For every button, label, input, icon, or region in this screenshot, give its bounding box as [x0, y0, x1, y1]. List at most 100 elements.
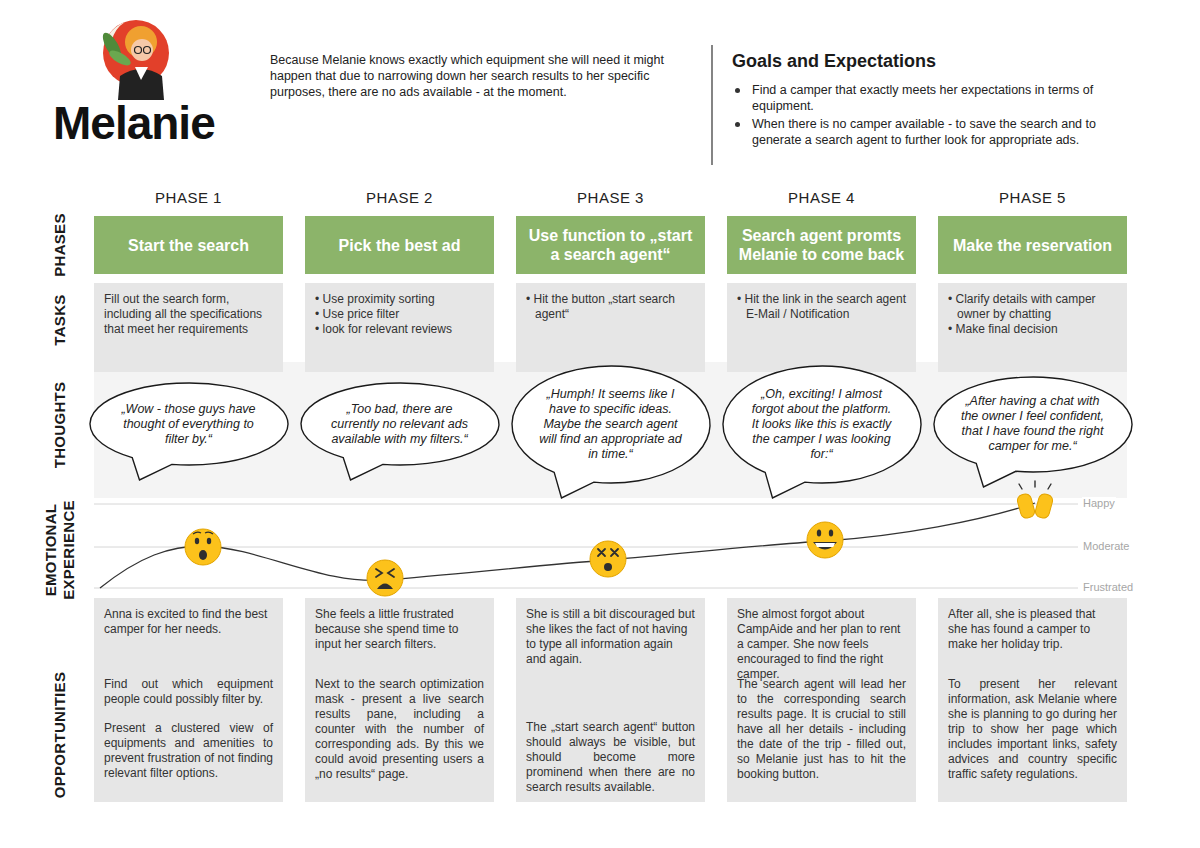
phase-number: PHASE 2	[305, 189, 494, 207]
emoji-tired	[367, 560, 403, 596]
intro-text: Because Melanie knows exactly which equi…	[270, 52, 688, 100]
emo-text: After all, she is pleased that she has f…	[948, 607, 1117, 652]
phase-box: Make the reservation	[938, 216, 1127, 274]
opp-text: The „start search agent“ button should a…	[526, 720, 695, 795]
emo-text: She feels a little frustrated because sh…	[315, 607, 484, 652]
row-heading: EMOTIONAL EXPERIENCE	[42, 494, 78, 606]
bubble-shape	[933, 377, 1131, 487]
emo-text: Anna is excited to find the best camper …	[104, 607, 273, 637]
opp-text: Find out which equipment people could po…	[104, 677, 273, 707]
bubble-shape	[300, 383, 498, 480]
avatar-collar	[135, 67, 148, 80]
phase-text: Search agent promts Melanie to come back	[737, 226, 906, 264]
goal-text: Find a camper that exactly meets her exp…	[752, 82, 1126, 114]
emoji-sparkle	[1019, 481, 1051, 489]
opportunity-box: The search agent will lead her to the co…	[727, 668, 916, 802]
persona-name: Melanie	[53, 97, 215, 149]
phase-box: Use function to „start a search agent“	[516, 216, 705, 274]
phase-box: Start the search	[94, 216, 283, 274]
goal-text: When there is no camper available - to s…	[752, 116, 1126, 148]
task-text: • Clarify details with camper owner by c…	[948, 292, 1117, 322]
level-label: Moderate	[1082, 540, 1130, 553]
thought-bubble: „Humph! It seems like I have to specific…	[511, 365, 711, 484]
row-heading: OPPORTUNITIES	[51, 660, 69, 810]
bubble-text: „Wow - those guys have thought of everyt…	[117, 402, 261, 447]
bubble-shape	[89, 383, 287, 480]
avatar-glasses	[144, 47, 151, 54]
bubble-text: „Oh, exciting! I almost forgot about the…	[750, 387, 894, 462]
phase-text: Use function to „start a search agent“	[526, 226, 695, 264]
emoji-hand	[1016, 493, 1036, 520]
phase-number: PHASE 5	[938, 189, 1127, 207]
row-heading: THOUGHTS	[51, 370, 69, 480]
opp-text: Next to the search optimization mask - p…	[315, 677, 484, 782]
phase-number: PHASE 4	[727, 189, 916, 207]
avatar	[99, 20, 169, 100]
emo-text: She almost forgot about CampAide and her…	[737, 607, 906, 682]
thought-bubble: „After having a chat with the owner I fe…	[933, 376, 1133, 473]
task-text: Fill out the search form, including all …	[104, 292, 273, 337]
emoji-eye	[207, 538, 211, 544]
opp-text: The search agent will lead her to the co…	[737, 677, 906, 782]
avatar-face	[131, 39, 153, 61]
emo-text: She is still a bit discouraged but she l…	[526, 607, 695, 667]
emoji-face	[807, 522, 843, 558]
emotion-curve	[100, 503, 1035, 588]
task-text: • Hit the button „start search agent“	[526, 292, 695, 322]
bullet-dot	[735, 88, 740, 93]
row-heading: TASKS	[51, 280, 69, 360]
emoji-mouth	[199, 550, 207, 560]
emoji-surprised	[185, 529, 221, 565]
emoji-eye	[817, 530, 821, 537]
phase-text: Make the reservation	[953, 236, 1112, 255]
thought-bubble: „Too bad, there are currently no relevan…	[300, 382, 500, 466]
task-box: • Hit the link in the search agent E-Mai…	[727, 283, 916, 372]
emoji-face	[590, 541, 626, 577]
emoji-grin	[807, 522, 843, 558]
bubble-text: „Humph! It seems like I have to specific…	[539, 387, 683, 462]
emoji-face	[185, 529, 221, 565]
phase-number: PHASE 3	[516, 189, 705, 207]
emoji-eye	[195, 538, 199, 544]
level-line-frustrated	[94, 588, 1078, 589]
emoji-eye	[376, 569, 394, 577]
opportunity-box: Find out which equipment people could po…	[94, 668, 283, 802]
avatar-glasses	[135, 47, 142, 54]
goals-heading: Goals and Expectations	[732, 50, 936, 72]
bubble-text: „After having a chat with the owner I fe…	[961, 394, 1105, 454]
bubble-shape	[511, 366, 709, 498]
task-text: • Make final decision	[948, 322, 1117, 337]
emotion-box: She almost forgot about CampAide and her…	[727, 598, 916, 689]
level-label: Frustrated	[1082, 581, 1134, 594]
bubble-text: „Too bad, there are currently no relevan…	[328, 402, 472, 447]
emoji-mouth	[377, 584, 393, 590]
task-text: • Hit the link in the search agent E-Mai…	[737, 292, 906, 322]
level-line-moderate	[94, 547, 1078, 548]
opp-text: Present a clustered view of equipments a…	[104, 721, 273, 781]
thought-bubble: „Oh, exciting! I almost forgot about the…	[722, 365, 922, 484]
thoughts-band	[94, 362, 1127, 498]
phase-text: Pick the best ad	[339, 236, 461, 255]
opportunity-box: To present her relevant information, ask…	[938, 668, 1127, 802]
task-text: • Use price filter	[315, 307, 484, 322]
emoji-teeth	[815, 543, 835, 547]
emoji-brow	[193, 532, 213, 534]
emoji-raised-hands	[1016, 481, 1054, 519]
opportunity-box: Next to the search optimization mask - p…	[305, 668, 494, 802]
phase-text: Start the search	[128, 236, 249, 255]
emoji-mouth	[813, 542, 837, 550]
bullet-dot	[735, 122, 740, 127]
emoji-eye	[598, 549, 618, 556]
opp-text: To present her relevant information, ask…	[948, 677, 1117, 782]
level-label: Happy	[1082, 497, 1116, 510]
level-line-happy	[94, 504, 1078, 505]
task-text: • Use proximity sorting	[315, 292, 484, 307]
task-box: • Use proximity sorting• Use price filte…	[305, 283, 494, 372]
row-heading: PHASES	[51, 205, 69, 285]
phase-number: PHASE 1	[94, 189, 283, 207]
task-box: • Clarify details with camper owner by c…	[938, 283, 1127, 372]
phase-box: Pick the best ad	[305, 216, 494, 274]
opportunity-box: The „start search agent“ button should a…	[516, 668, 705, 802]
emoji-face	[367, 560, 403, 596]
thought-bubble: „Wow - those guys have thought of everyt…	[89, 382, 289, 466]
